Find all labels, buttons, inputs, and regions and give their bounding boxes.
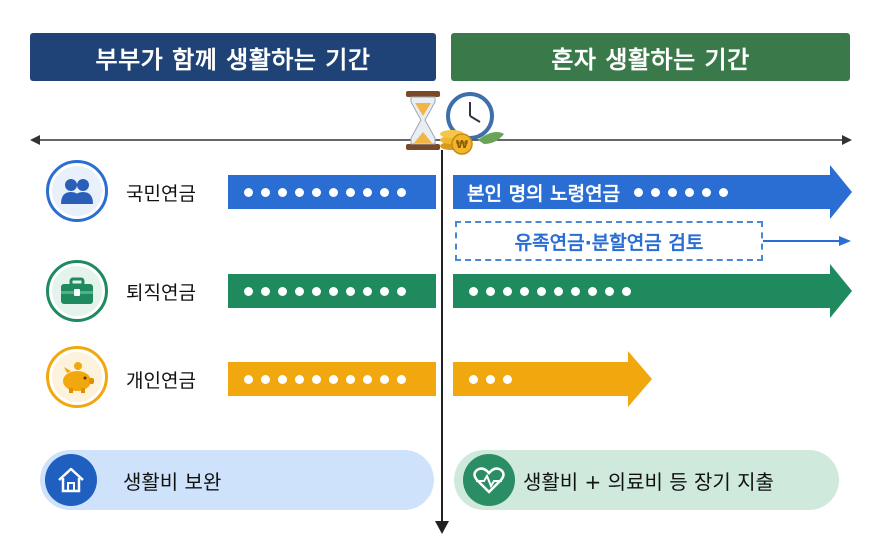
own-old-age-pension-text: 본인 명의 노령연금 xyxy=(467,182,621,205)
long-term-expense-text: 생활비 + 의료비 등 장기 지출 xyxy=(523,469,774,494)
bar-retirement-pension-single xyxy=(453,274,831,308)
bar-retirement-pension-couple xyxy=(228,274,436,308)
bar-personal-pension-couple xyxy=(228,362,436,396)
personal-pension-icon-badge xyxy=(46,346,108,408)
note-arrow xyxy=(763,236,851,246)
piggy-bank-icon xyxy=(52,352,102,402)
bar-national-pension-couple xyxy=(228,175,436,209)
national-pension-icon-badge xyxy=(46,160,108,222)
arrowhead-personal-pension xyxy=(628,351,652,407)
home-icon xyxy=(45,454,97,506)
living-cost-supplement-text: 생활비 보완 xyxy=(123,469,222,494)
people-icon xyxy=(52,166,102,216)
heart-pulse-icon xyxy=(463,454,515,506)
header-single-period: 혼자 생활하는 기간 xyxy=(451,33,850,81)
briefcase-icon xyxy=(52,266,102,316)
svg-text:₩: ₩ xyxy=(456,138,468,151)
header-couple-period: 부부가 함께 생활하는 기간 xyxy=(30,33,436,81)
retirement-pension-icon-badge xyxy=(46,260,108,322)
arrowhead-retirement-pension xyxy=(830,264,852,318)
bar-personal-pension-single xyxy=(453,362,629,396)
arrowhead-national-pension xyxy=(830,165,852,219)
long-term-expense-pill: 생활비 + 의료비 등 장기 지출 xyxy=(454,450,839,510)
living-cost-supplement-pill: 생활비 보완 xyxy=(40,450,434,510)
survivor-split-pension-note: 유족연금·분할연금 검토 xyxy=(455,221,763,261)
row-label-retirement-pension: 퇴직연금 xyxy=(126,281,196,304)
hourglass-clock-icon: ₩ xyxy=(406,91,504,155)
row-label-national-pension: 국민연금 xyxy=(126,182,196,205)
bar-national-pension-single: 본인 명의 노령연금 xyxy=(453,175,831,209)
row-label-personal-pension: 개인연금 xyxy=(126,369,196,392)
